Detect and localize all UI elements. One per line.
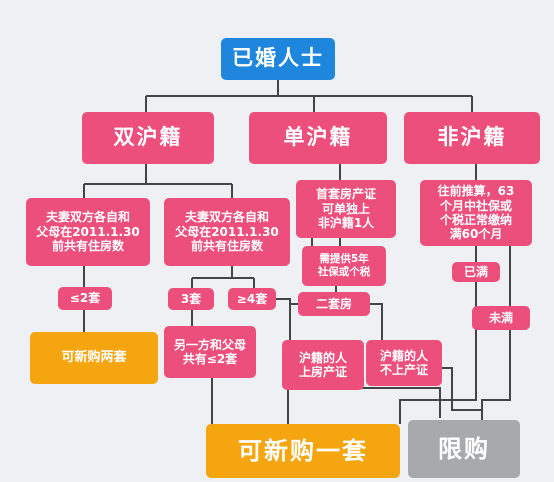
single-first-cert-node: 首套房产证 可单独上 非沪籍1人: [296, 180, 396, 238]
non-hu-node: 非沪籍: [404, 112, 540, 164]
other-side-node: 另一方和父母 共有≤2套: [164, 326, 256, 378]
not-full-node: 未满: [472, 306, 530, 330]
three-node: 3套: [168, 288, 214, 310]
single-hu-node: 单沪籍: [249, 112, 387, 164]
second-home-node: 二套房: [298, 292, 370, 316]
hu-off-cert-node: 沪籍的人 不上产证: [366, 340, 442, 386]
ge4-node: ≥4套: [228, 288, 276, 310]
can-buy-two-node: 可新购两套: [30, 332, 158, 384]
single-need-proof-node: 需提供5年 社保或个税: [302, 246, 386, 286]
restricted-node: 限购: [408, 420, 520, 478]
le2-node: ≤2套: [58, 287, 112, 310]
double-hu-node: 双沪籍: [82, 112, 214, 164]
double-left-housing-node: 夫妻双方各自和 父母在2011.1.30 前共有住房数: [26, 198, 150, 266]
full-node: 已满: [452, 262, 500, 282]
non-hu-tax-node: 往前推算，63 个月中社保或 个税正常缴纳 满60个月: [420, 180, 532, 246]
root-node: 已婚人士: [221, 38, 335, 80]
hu-on-cert-node: 沪籍的人 上房产证: [282, 340, 364, 390]
can-buy-one-node: 可新购一套: [206, 424, 400, 478]
double-right-housing-node: 夫妻双方各自和 父母在2011.1.30 前共有住房数: [164, 198, 290, 266]
